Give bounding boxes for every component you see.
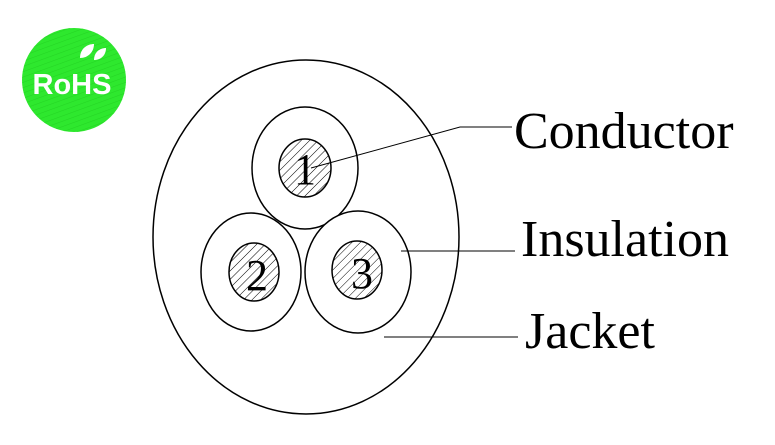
rohs-badge-text: RoHS [33, 69, 112, 101]
core-3-number: 3 [351, 249, 373, 298]
core-3-conductor [331, 240, 383, 300]
jacket-label: Jacket [525, 303, 655, 360]
conductor-label: Conductor [514, 103, 734, 160]
core-1: 1 [251, 106, 359, 230]
rohs-badge: RoHS [22, 28, 126, 132]
core-1-conductor [278, 138, 332, 198]
core-2-number: 2 [246, 251, 268, 300]
core-3: 3 [304, 210, 412, 334]
conductor-leader-line [310, 126, 512, 169]
insulation-label: Insulation [521, 211, 729, 268]
core-1-number: 1 [294, 145, 316, 194]
leaf-icon [80, 44, 106, 60]
core-2: 2 [200, 212, 302, 332]
jacket-outline [152, 59, 460, 415]
core-2-conductor [228, 242, 280, 302]
